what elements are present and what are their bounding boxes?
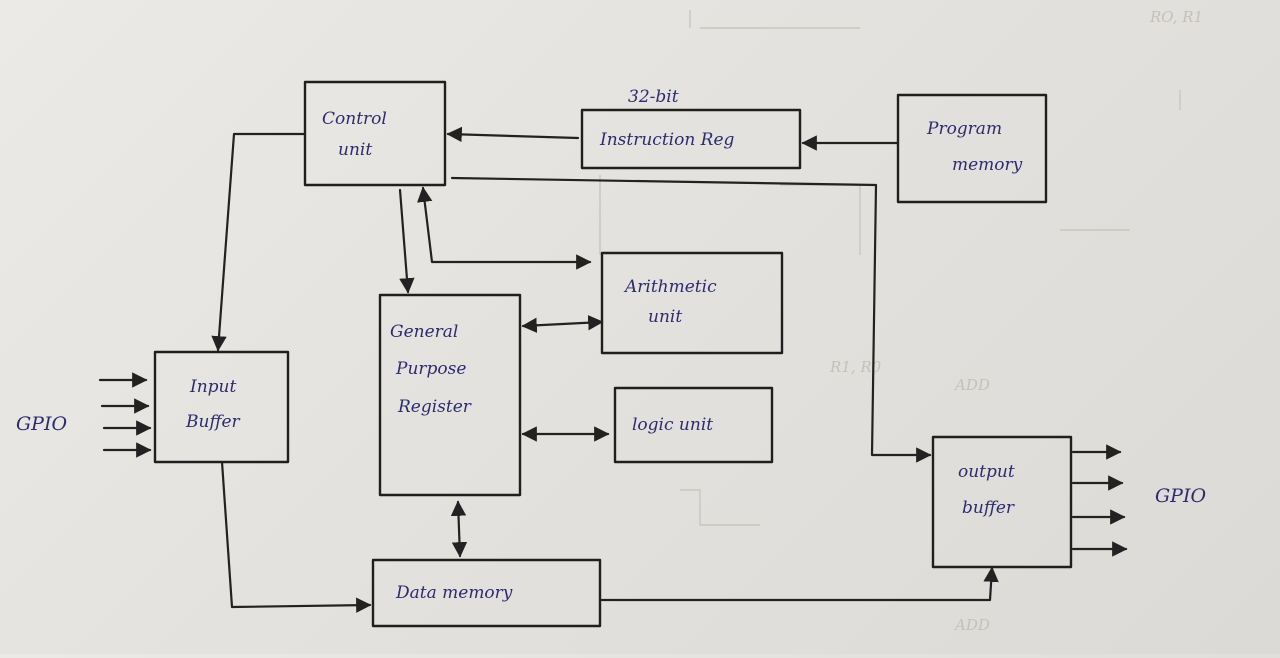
data-memory-block: Data memory: [371, 558, 602, 628]
gpr-label-3: Register: [397, 397, 472, 417]
instruction-reg-block: Instruction Reg 32-bit: [580, 87, 802, 170]
svg-text:ADD: ADD: [953, 616, 990, 634]
arithmetic-unit-label: Arithmetic: [623, 277, 717, 297]
program-memory-label: Program: [926, 119, 1002, 139]
gpio-in-label: GPIO: [16, 413, 67, 435]
cu-to-alu-arrow: [417, 186, 592, 270]
cu-to-output-arrow: [450, 176, 932, 463]
output-buffer-label-2: buffer: [962, 498, 1015, 518]
bleed-through: ADD ADD RO, R1 R1, R0: [599, 8, 1203, 634]
gpr-label: General: [390, 322, 458, 342]
gpr-dm-arrow: [450, 500, 468, 558]
dm-to-output-arrow: [598, 566, 999, 602]
svg-text:RO, R1: RO, R1: [1149, 8, 1203, 26]
input-to-dm-arrow: [220, 460, 372, 613]
input-buffer-block: Input Buffer: [153, 350, 290, 464]
gpr-alu-arrow: [521, 315, 604, 333]
input-buffer-label-2: Buffer: [185, 412, 241, 432]
logic-unit-label: logic unit: [632, 415, 713, 435]
output-buffer-label: output: [958, 462, 1015, 482]
arithmetic-unit-label-2: unit: [648, 307, 682, 327]
control-unit-label: Control: [322, 109, 387, 129]
bit-width-label: 32-bit: [628, 87, 679, 107]
input-buffer-label: Input: [189, 377, 236, 397]
control-unit-block: Control unit: [303, 80, 447, 187]
svg-text:ADD: ADD: [953, 376, 990, 394]
cu-to-gpr-arrow: [398, 188, 415, 294]
cu-to-input-arrow: [211, 132, 307, 352]
data-memory-label: Data memory: [395, 583, 513, 603]
control-unit-label-2: unit: [338, 140, 372, 160]
gpr-label-2: Purpose: [395, 359, 466, 379]
svg-text:R1, R0: R1, R0: [829, 358, 882, 376]
instruction-reg-label: Instruction Reg: [599, 130, 735, 150]
ir-to-cu-arrow: [446, 126, 580, 143]
logic-unit-block: logic unit: [613, 386, 774, 464]
program-memory-label-2: memory: [952, 155, 1023, 175]
gpio-out-label: GPIO: [1155, 485, 1206, 507]
output-buffer-block: output buffer: [931, 435, 1073, 569]
gpr-block: General Purpose Register: [378, 293, 522, 497]
connections: [98, 126, 1128, 613]
program-memory-block: Program memory: [896, 93, 1048, 204]
arithmetic-unit-block: Arithmetic unit: [600, 251, 784, 355]
